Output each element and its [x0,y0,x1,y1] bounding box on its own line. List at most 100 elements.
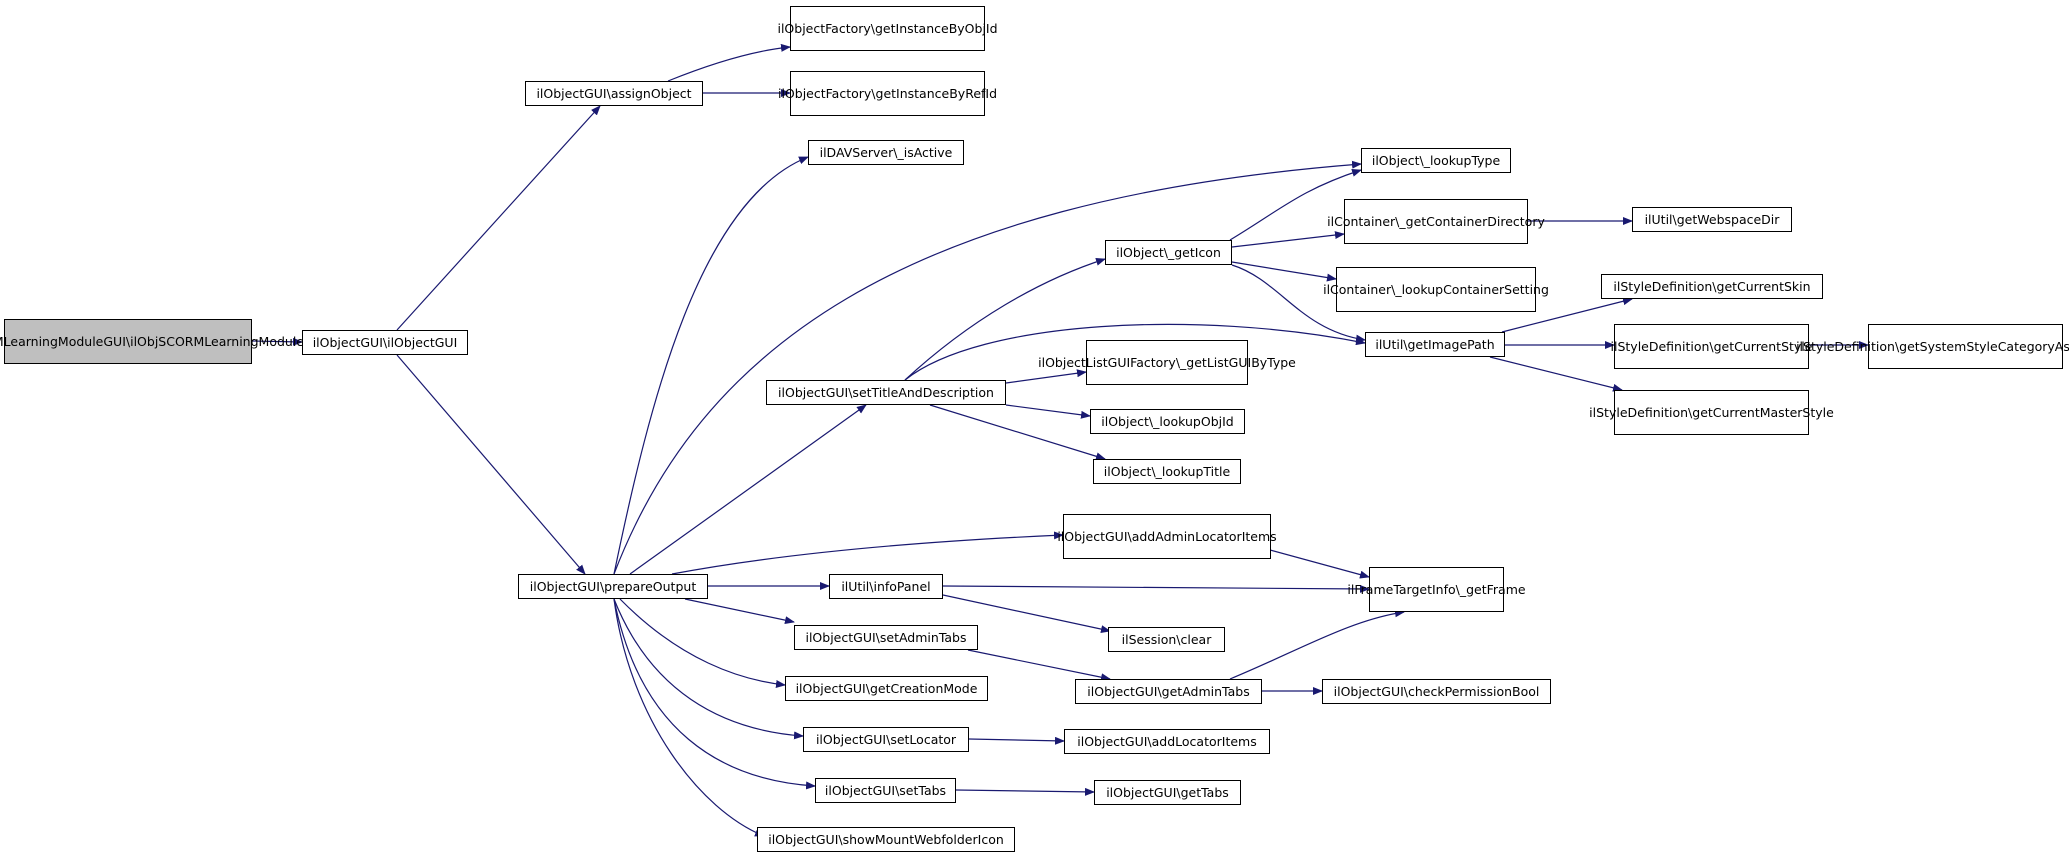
node-ctor-line-1: ilObjectGUI\ilObjectGUI [312,335,458,350]
node-masterStyle-line-1: ilStyleDefinition\getCurrent [1589,405,1760,420]
node-frameTarget[interactable]: ilFrameTargetInfo\_getFrame [1347,567,1526,612]
edge-setTitle-getIcon [904,257,1106,381]
node-containerDir-line-2: Directory [1487,214,1545,229]
node-setTabs[interactable]: ilObjectGUI\setTabs [815,778,956,803]
node-lookupContainerSetting-line-2: Setting [1504,282,1549,297]
edge-prepare-setLocator [613,598,804,740]
node-davActive[interactable]: ilDAVServer\_isActive [808,140,964,165]
edge-prepare-addAdmin [671,531,1064,575]
node-infoPanel-line-1: ilUtil\infoPanel [841,579,931,594]
node-addLocatorItems-line-1: ilObjectGUI\addLocatorItems [1077,734,1257,749]
edge-ctor-prepareOutput [396,354,586,575]
node-lookupObjId[interactable]: ilObject\_lookupObjId [1090,409,1245,434]
node-creationMode[interactable]: ilObjectGUI\getCreationMode [785,676,988,701]
edge-setLocator-addLocator [968,736,1065,745]
edge-imagePath-skin [1501,297,1633,333]
node-root-line-1: ilObjSCORMLearningModule [0,334,104,349]
edge-infoPanel-frame [942,584,1370,593]
edge-getIcon-lookupSetting [1231,261,1337,282]
edge-addAdmin-frame [1269,549,1370,579]
node-getByRefId-line-2: ByRefId [949,86,998,101]
node-addAdminLocator-line-2: Items [1241,529,1277,544]
node-setTitle-line-1: ilObjectGUI\setTitleAndDescription [778,385,994,400]
node-getIcon[interactable]: ilObject\_getIcon [1105,240,1232,265]
node-lookupType[interactable]: ilObject\_lookupType [1361,148,1511,173]
node-getTabs[interactable]: ilObjectGUI\getTabs [1094,780,1241,805]
node-infoPanel[interactable]: ilUtil\infoPanel [829,574,943,599]
node-getTabs-line-1: ilObjectGUI\getTabs [1106,785,1229,800]
node-getImagePath[interactable]: ilUtil\getImagePath [1365,332,1505,357]
edge-setTitle-objId [1005,404,1091,419]
node-setAdminTabs[interactable]: ilObjectGUI\setAdminTabs [794,625,978,650]
node-containerDir-line-1: ilContainer\_getContainer [1327,214,1488,229]
node-lookupType-line-1: ilObject\_lookupType [1371,153,1501,168]
node-setLocator[interactable]: ilObjectGUI\setLocator [803,727,969,752]
edge-setTabs-getTabs [955,787,1095,796]
node-prepareOutput-line-1: ilObjectGUI\prepareOutput [529,579,697,594]
edge-prepare-setAdminTabs [684,598,795,625]
edge-assignObject-objid [667,43,791,82]
node-prepareOutput[interactable]: ilObjectGUI\prepareOutput [518,574,708,599]
edge-setTitle-listGUI [1005,369,1087,384]
edge-prepare-lookupType [613,160,1362,575]
node-showMount[interactable]: ilObjectGUI\showMountWebfolderIcon [757,827,1015,852]
edge-setAdminTabs-getAdmin [967,649,1111,682]
node-assignObject-line-1: ilObjectGUI\assignObject [536,86,692,101]
node-davActive-line-1: ilDAVServer\_isActive [819,145,953,160]
node-checkPermission-line-1: ilObjectGUI\checkPermissionBool [1333,684,1540,699]
node-addAdminLocator-line-1: ilObjectGUI\addAdminLocator [1057,529,1242,544]
node-setTitle[interactable]: ilObjectGUI\setTitleAndDescription [766,380,1006,405]
node-root-line-2: GUI\ilObjSCORMLearningModuleGUI [103,334,327,349]
node-setLocator-line-1: ilObjectGUI\setLocator [815,732,957,747]
node-root[interactable]: ilObjSCORMLearningModuleGUI\ilObjSCORMLe… [0,319,327,364]
node-frameTarget-line-2: _getFrame [1459,582,1526,597]
node-getAdminTabs[interactable]: ilObjectGUI\getAdminTabs [1075,679,1262,704]
node-addLocatorItems[interactable]: ilObjectGUI\addLocatorItems [1064,729,1270,754]
edge-imagePath-master [1489,356,1623,392]
node-webspaceDir-line-1: ilUtil\getWebspaceDir [1644,212,1780,227]
node-lookupContainerSetting-line-1: ilContainer\_lookupContainer [1323,282,1505,297]
node-frameTarget-line-1: ilFrameTargetInfo\ [1347,582,1460,597]
edge-prepare-creationMode [619,598,786,688]
node-getByObjId-line-2: ByObjId [948,21,998,36]
node-currentSkin-line-1: ilStyleDefinition\getCurrentSkin [1613,279,1811,294]
edge-root-ctor [251,337,303,346]
edge-prepare-dav [613,156,809,575]
node-assignObject[interactable]: ilObjectGUI\assignObject [525,81,703,106]
edge-prepare-setTitle [629,404,867,575]
edge-infoPanel-session [942,594,1111,634]
node-checkPermission[interactable]: ilObjectGUI\checkPermissionBool [1322,679,1551,704]
edge-prepare-showMount [613,598,765,837]
edge-setTitle-imagePath [904,323,1366,381]
node-currentStyle-line-1: ilStyleDefinition\getCurrent [1610,339,1782,354]
edge-getIcon-containerDir [1231,231,1345,248]
node-listGUIByType[interactable]: ilObjectListGUIFactory\_getListGUIByType [1038,340,1296,385]
node-lookupObjId-line-1: ilObject\_lookupObjId [1101,414,1234,429]
node-getIcon-line-1: ilObject\_getIcon [1116,245,1221,260]
edge-prepare-setTabs [613,598,816,790]
node-lookupTitle-line-1: ilObject\_lookupTitle [1103,464,1231,479]
node-sessionClear[interactable]: ilSession\clear [1108,627,1225,652]
node-getByObjId-line-1: ilObjectFactory\getInstance [777,21,949,36]
node-lookupTitle[interactable]: ilObject\_lookupTitle [1093,459,1241,484]
node-ctor[interactable]: ilObjectGUI\ilObjectGUI [302,330,468,355]
node-webspaceDir[interactable]: ilUtil\getWebspaceDir [1632,207,1792,232]
node-systemStyle-line-1: ilStyleDefinition\getSystem [1796,339,1967,354]
node-getByRefId-line-1: ilObjectFactory\getInstance [777,86,950,101]
node-listGUIByType-line-1: ilObjectListGUIFactory [1038,355,1176,370]
edge-getIcon-lookupType [1229,169,1362,241]
node-setTabs-line-1: ilObjectGUI\setTabs [824,783,947,798]
node-currentStyle-line-2: Style [1781,339,1813,354]
node-currentSkin[interactable]: ilStyleDefinition\getCurrentSkin [1601,274,1823,299]
edge-getIcon-imagePath [1231,264,1366,343]
edge-setTitle-title [929,404,1106,461]
